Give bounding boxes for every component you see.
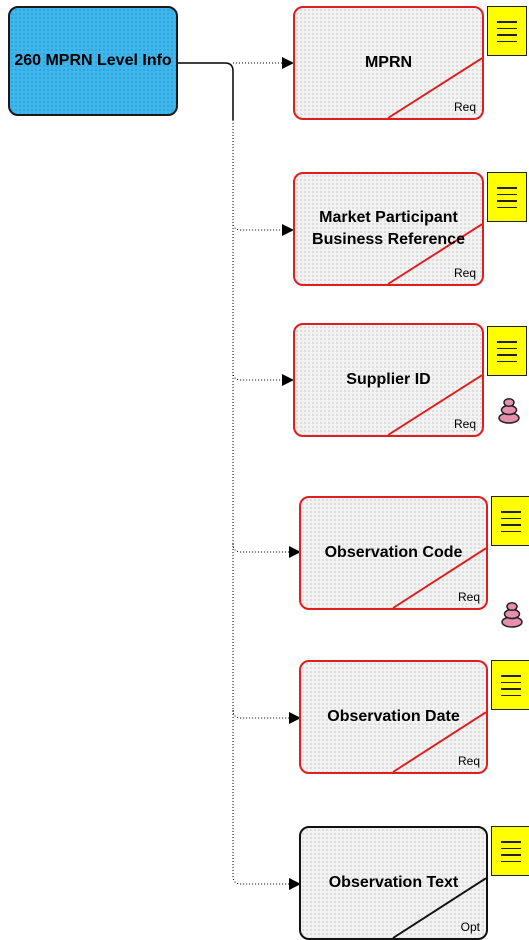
element-node-label: Observation Code xyxy=(324,544,463,561)
root-node[interactable]: 260 MPRN Level Info xyxy=(8,6,178,116)
note-icon[interactable] xyxy=(491,826,529,876)
stack-icon[interactable] xyxy=(497,396,521,424)
cardinality-badge: Req xyxy=(457,754,480,768)
element-node-supplier-id[interactable]: Supplier ID Req xyxy=(293,323,484,437)
cardinality-badge: Opt xyxy=(460,920,480,934)
cardinality-badge: Req xyxy=(453,266,476,280)
cardinality-divider xyxy=(392,547,486,608)
element-node-observation-text[interactable]: Observation Text Opt xyxy=(299,826,488,940)
cardinality-divider xyxy=(387,374,482,435)
cardinality-divider xyxy=(387,223,482,284)
element-node-observation-code[interactable]: Observation Code Req xyxy=(299,496,488,610)
note-icon[interactable] xyxy=(487,326,527,376)
cardinality-divider xyxy=(392,711,486,772)
cardinality-badge: Req xyxy=(453,417,476,431)
cardinality-divider xyxy=(387,57,482,118)
note-icon[interactable] xyxy=(487,172,527,222)
note-icon[interactable] xyxy=(487,6,527,56)
branch-supplier xyxy=(232,371,294,386)
root-node-label: 260 MPRN Level Info xyxy=(14,52,172,69)
cardinality-badge: Req xyxy=(453,100,476,114)
note-icon[interactable] xyxy=(491,660,529,710)
root-connector xyxy=(178,62,234,120)
stack-icon[interactable] xyxy=(500,600,524,628)
note-icon[interactable] xyxy=(491,496,529,546)
element-node-observation-date[interactable]: Observation Date Req xyxy=(299,660,488,774)
element-node-mprn[interactable]: MPRN Req xyxy=(293,6,484,120)
branch-obsdate xyxy=(232,709,301,724)
cardinality-divider xyxy=(392,877,486,938)
element-node-label: Market Participant Business Reference xyxy=(312,209,465,248)
element-node-label: Supplier ID xyxy=(346,371,431,388)
branch-mpbr xyxy=(232,221,294,236)
cardinality-badge: Req xyxy=(457,590,480,604)
element-node-label: Observation Date xyxy=(327,708,460,725)
element-node-market-participant-business-reference[interactable]: Market Participant Business Reference Re… xyxy=(293,172,484,286)
element-node-label: MPRN xyxy=(364,54,413,71)
element-node-label: Observation Text xyxy=(328,874,459,891)
branch-obstext xyxy=(232,875,301,890)
branch-obscode xyxy=(232,543,301,558)
